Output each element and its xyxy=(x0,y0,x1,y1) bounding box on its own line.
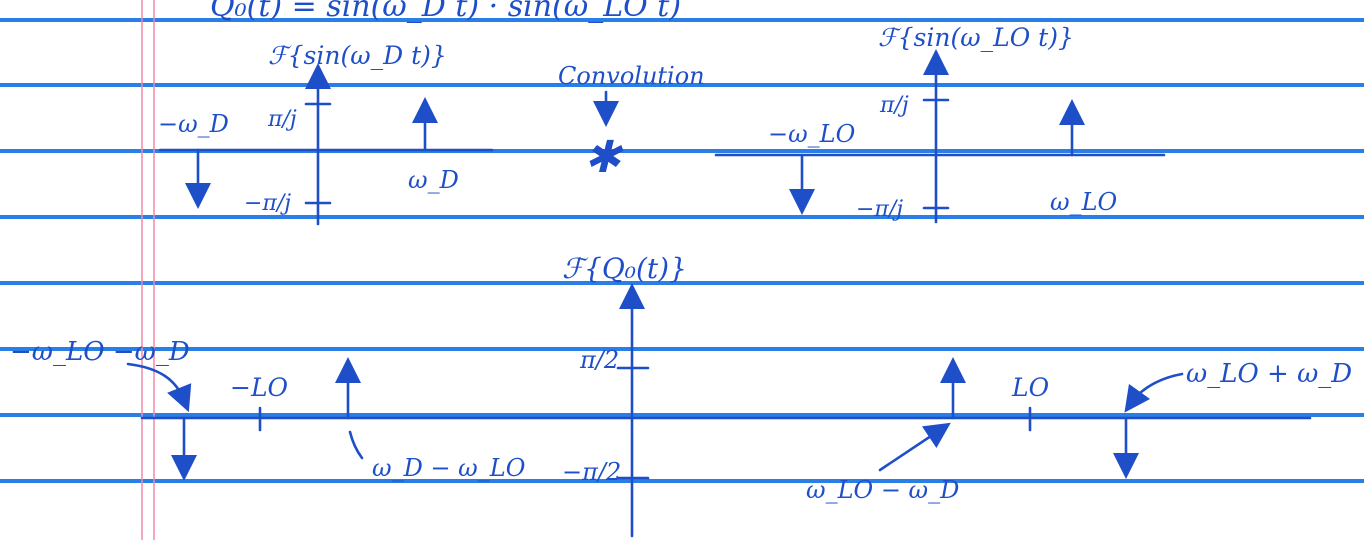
plot3-title: ℱ{Q₀(t)} xyxy=(562,252,687,285)
margin-lines xyxy=(141,0,155,540)
plot3-spectrum: ℱ{Q₀(t)} −ω_LO −ω_D −LO LO ω_D − ω_LO ω_… xyxy=(10,252,1352,538)
plot1-spectrum: ℱ{sin(ω_D t)} −ω_D ω_D π/j −π/j xyxy=(158,41,494,226)
plot3-diff-pos-label: ω_LO − ω_D xyxy=(806,476,959,504)
plot2-neg-freq-label: −ω_LO xyxy=(768,120,856,148)
plot1-pos-freq-label: ω_D xyxy=(408,166,459,194)
plot1-neg-amp-label: −π/j xyxy=(244,191,291,216)
plot2-pos-amp-label: π/j xyxy=(879,93,909,118)
equation-text: Q₀(t) = sin(ω_D t) · sin(ω_LO t) xyxy=(210,0,681,24)
plot2-spectrum: ℱ{sin(ω_LO t)} −ω_LO ω_LO π/j −π/j xyxy=(714,23,1166,224)
plot3-neg-lo-label: −LO xyxy=(230,373,288,402)
plot3-diff-pos-pointer xyxy=(878,422,951,472)
plot3-pos-lo-label: LO xyxy=(1011,373,1049,402)
plot3-sum-neg-pointer xyxy=(126,362,192,413)
plot1-pos-amp-label: π/j xyxy=(267,107,297,132)
plot2-neg-amp-label: −π/j xyxy=(856,197,903,222)
plot1-neg-freq-label: −ω_D xyxy=(158,110,229,138)
plot2-pos-freq-label: ω_LO xyxy=(1050,188,1118,216)
plot3-pos-amp-label: π/2 xyxy=(579,346,619,374)
convolution-label: Convolution xyxy=(558,62,705,90)
plot3-diff-neg-pointer xyxy=(348,430,364,460)
plot3-diff-neg-label: ω_D − ω_LO xyxy=(372,454,526,482)
plot3-sum-pos-pointer xyxy=(1124,372,1184,413)
convolution-operator: Convolution ✱ xyxy=(558,62,705,183)
plot1-title: ℱ{sin(ω_D t)} xyxy=(268,41,447,70)
plot3-sum-pos-label: ω_LO + ω_D xyxy=(1186,359,1352,389)
plot3-neg-amp-label: −π/2 xyxy=(562,458,621,486)
convolution-symbol: ✱ xyxy=(584,132,624,183)
plot2-title: ℱ{sin(ω_LO t)} xyxy=(878,23,1074,52)
plot3-sum-neg-label: −ω_LO −ω_D xyxy=(10,337,190,367)
